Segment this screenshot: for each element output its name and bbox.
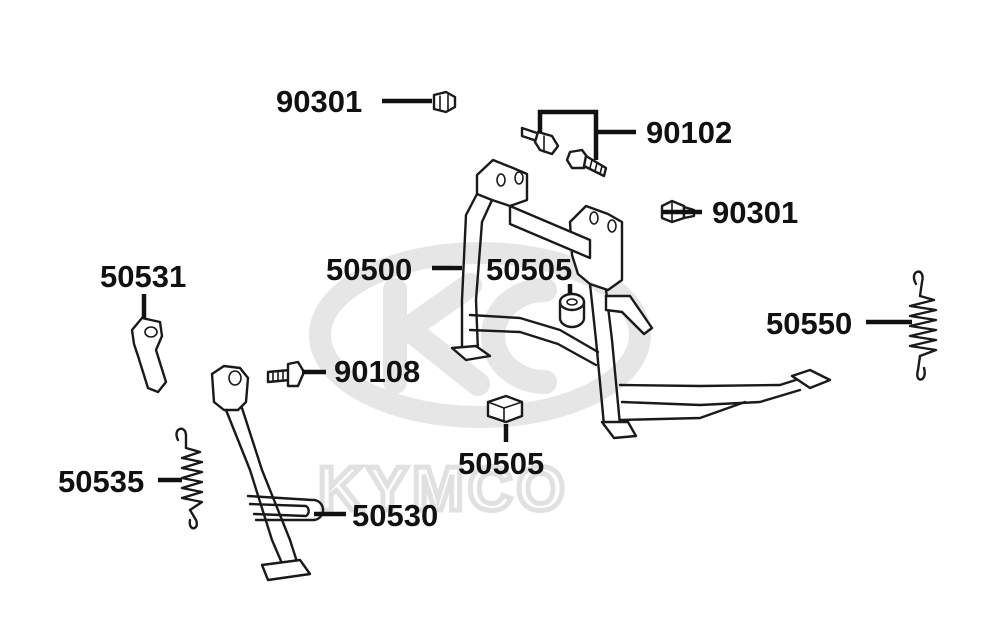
part-label-50505-lower: 50505	[458, 446, 544, 481]
part-label-50530: 50530	[352, 498, 438, 533]
part-label-50500: 50500	[326, 252, 412, 287]
part-label-90102: 90102	[646, 115, 732, 150]
bolts-90102	[520, 126, 608, 178]
watermark-brand-text: KYMCO	[318, 455, 569, 524]
part-label-90301-top: 90301	[276, 84, 362, 119]
plate-50531	[130, 316, 168, 394]
part-label-50505-upper: 50505	[486, 252, 572, 287]
part-label-50531: 50531	[100, 259, 186, 294]
part-label-90108: 90108	[334, 354, 420, 389]
stopper-50505-upper	[558, 292, 586, 329]
part-labels: 90301 90102 90301 50531 50500 50505 5055…	[58, 84, 852, 533]
stopper-50505-lower	[486, 394, 524, 424]
nut-90301-top	[432, 90, 457, 114]
bolt-90108	[266, 360, 306, 388]
part-label-90301-right: 90301	[712, 195, 798, 230]
leader-lines	[141, 98, 912, 517]
spring-50550	[908, 270, 938, 381]
part-label-50535: 50535	[58, 464, 144, 499]
side-stand-50530	[210, 364, 325, 582]
main-stand-50500	[450, 158, 832, 440]
part-label-50550: 50550	[766, 306, 852, 341]
